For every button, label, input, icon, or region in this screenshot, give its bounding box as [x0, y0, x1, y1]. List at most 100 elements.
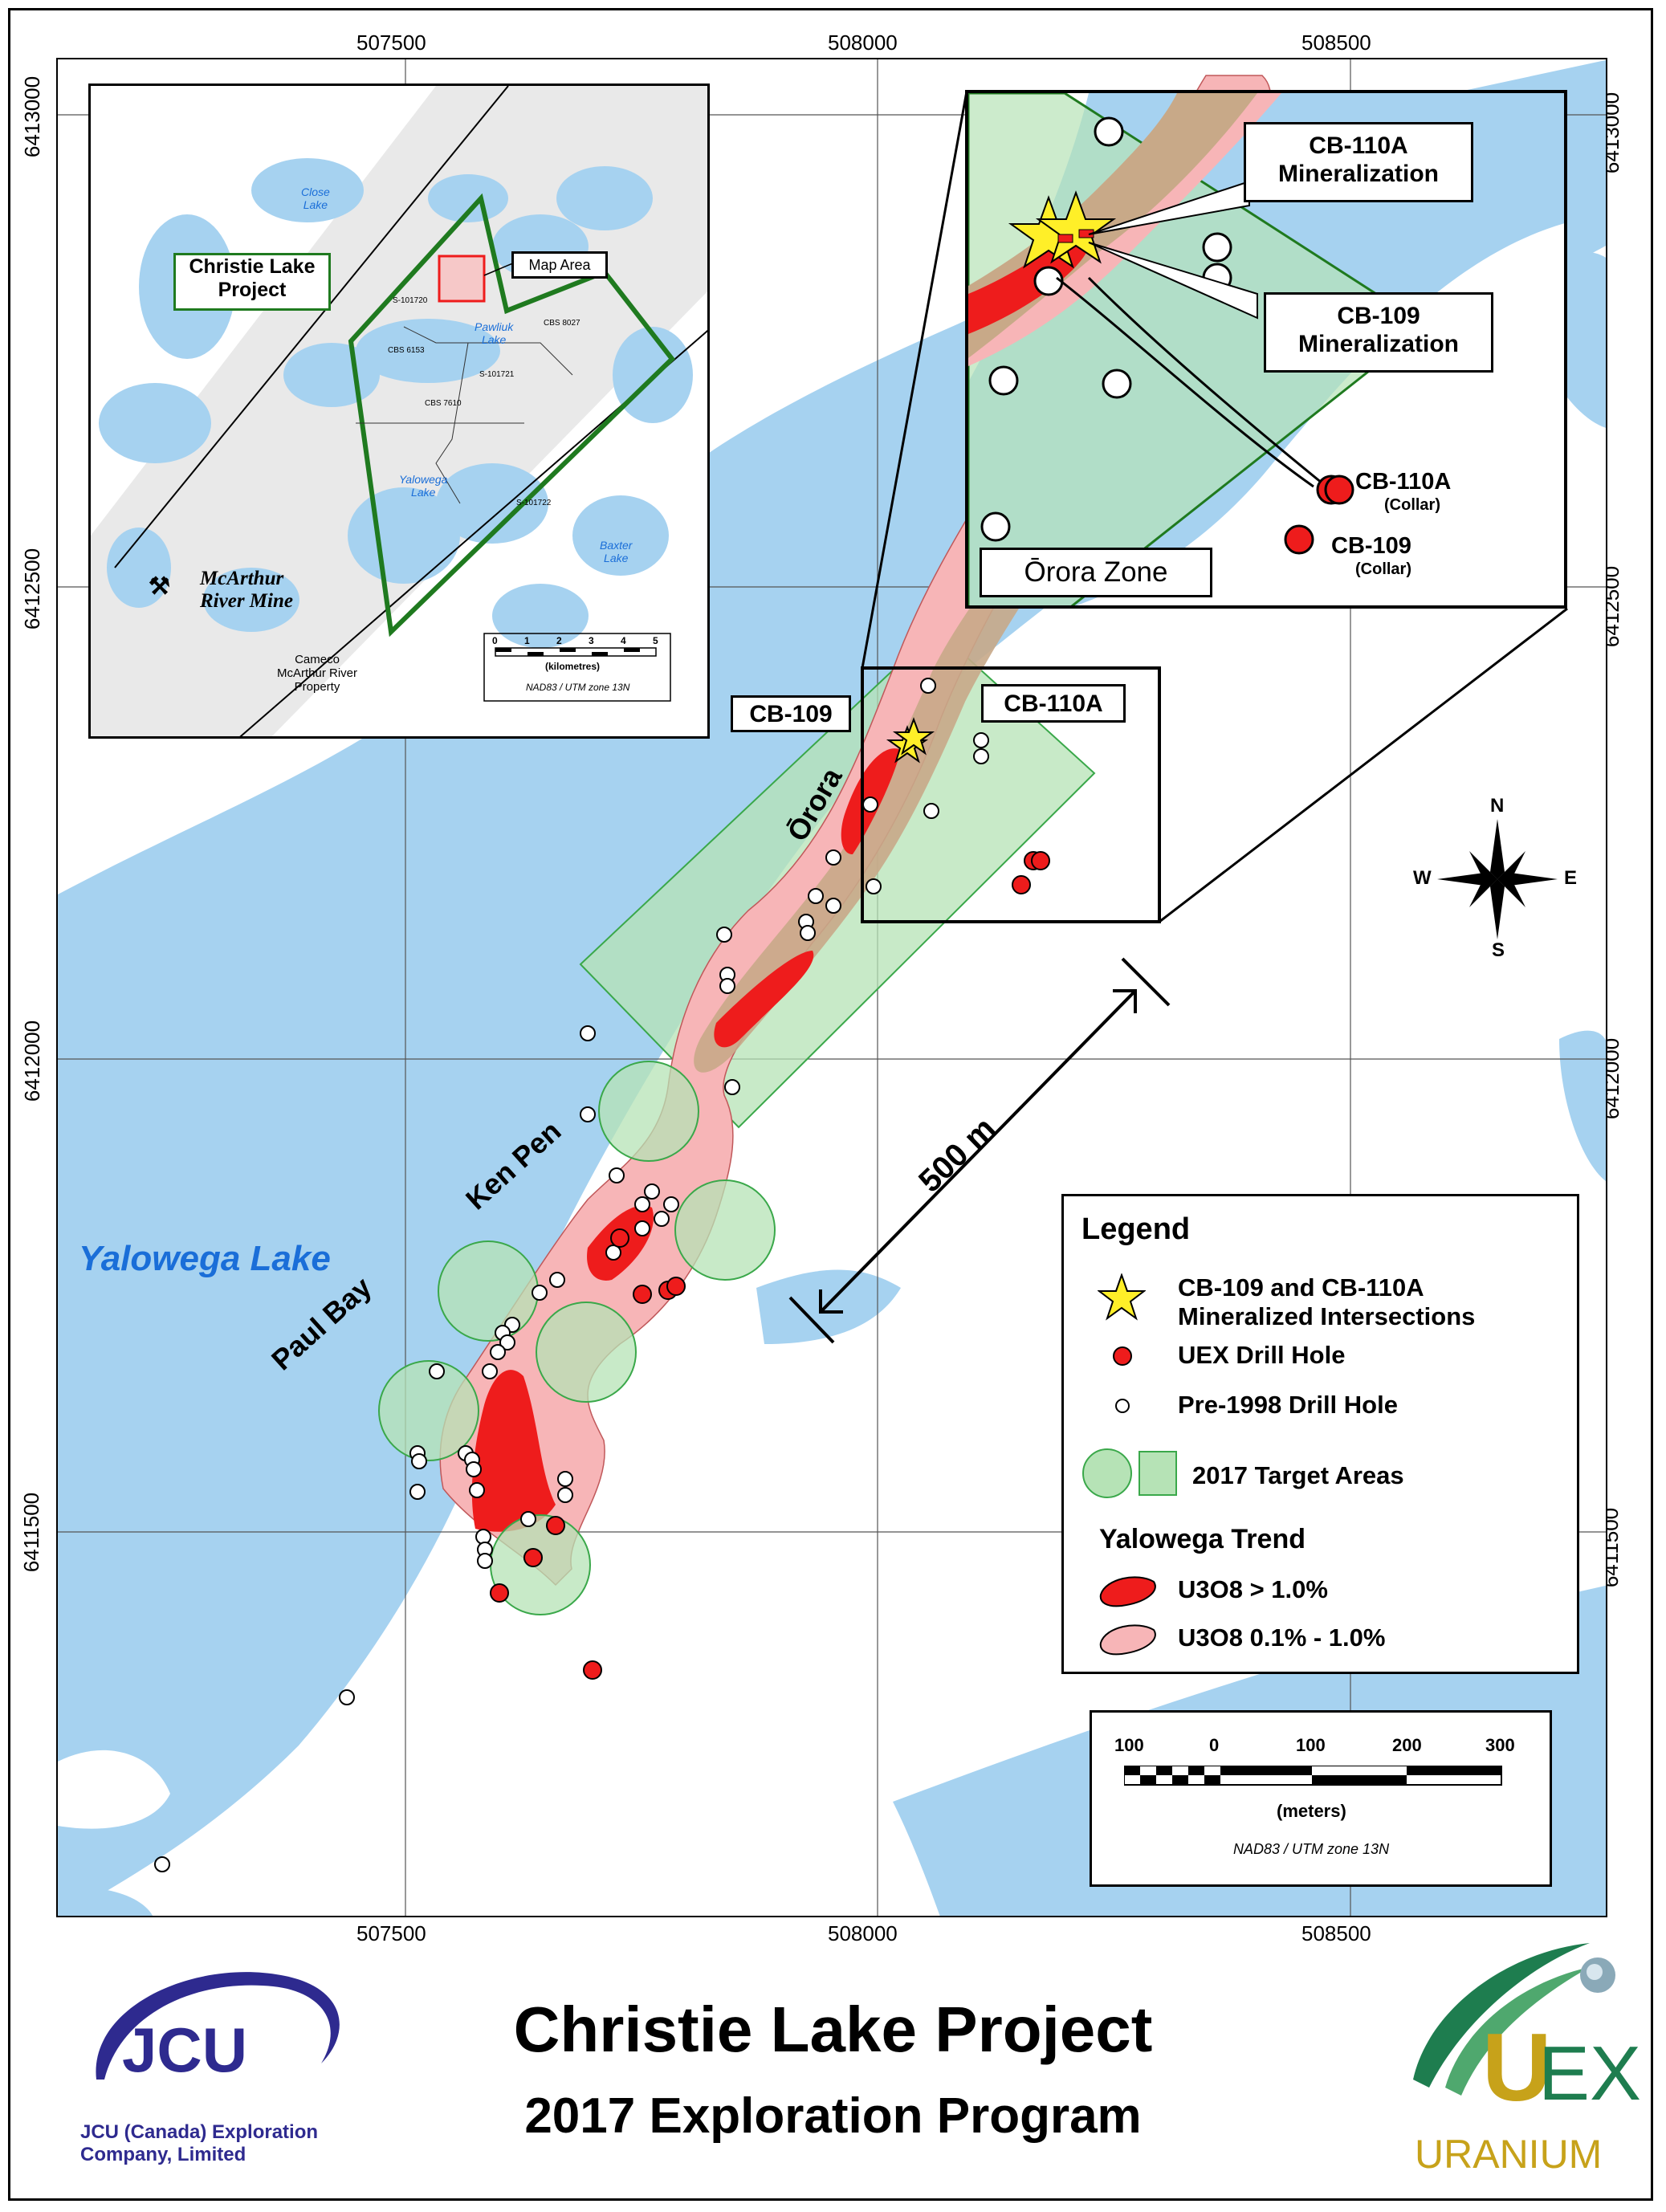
compass-n: N: [1490, 795, 1505, 817]
cb109-collar-label: CB-109: [1331, 533, 1411, 559]
uex-ex-letters: EX: [1538, 2031, 1642, 2116]
compass-e: E: [1564, 867, 1578, 889]
inset-scale-tick-4: 4: [621, 635, 626, 646]
christie-lake-project-outline: [348, 193, 676, 638]
orora-zone-callout: Ōrora Zone: [980, 548, 1212, 597]
legend-low-label: U3O8 0.1% - 1.0%: [1178, 1623, 1386, 1652]
lake-east-pond: [1559, 1030, 1606, 1181]
legend-star-label: CB-109 and CB-110A Mineralized Intersect…: [1178, 1273, 1476, 1330]
inset-datum: NAD83 / UTM zone 13N: [526, 682, 630, 693]
target-circles: [378, 1061, 776, 1615]
legend-uex-label: UEX Drill Hole: [1178, 1341, 1346, 1369]
close-lake-label: Close Lake: [301, 185, 330, 211]
pawliuk-lake-label: Pawliuk Lake: [475, 320, 514, 346]
distance-arrow: [788, 957, 1171, 1344]
scale-bar: 100 0 100 200 300 (meters) NAD83 / UTM z…: [1090, 1710, 1552, 1887]
map-area-callout: Map Area: [511, 251, 608, 279]
map-area-box: [438, 255, 486, 303]
lake-east-bay: [756, 1269, 901, 1344]
legend: Legend CB-109 and CB-110A Mineralized In…: [1061, 1194, 1579, 1674]
baxter-lake-label: Baxter Lake: [600, 539, 633, 564]
legend-pre1998-label: Pre-1998 Drill Hole: [1178, 1391, 1398, 1419]
uex-logo: U EX URANIUM: [1397, 1927, 1642, 2184]
cameco-label: Cameco McArthur River Property: [277, 653, 358, 694]
uex-uranium-word: URANIUM: [1415, 2132, 1603, 2177]
cb110a-callout: CB-110A: [981, 684, 1126, 723]
inset-scale-unit: (kilometres): [545, 661, 601, 672]
high-grade-lens-3: [714, 951, 814, 1048]
legend-heading: Legend: [1081, 1212, 1191, 1246]
coord-bottom-x2: 508000: [828, 1921, 898, 1945]
scale-tick-2: 100: [1296, 1735, 1326, 1755]
location-inset-canvas: [91, 86, 707, 736]
cb109-callout: CB-109: [731, 695, 851, 732]
cb109-mineralization-callout: CB-109 Mineralization: [1264, 292, 1493, 373]
inset-boundary-1: [114, 86, 509, 568]
legend-uex-icon: [1113, 1346, 1132, 1366]
star-cb110a: [892, 717, 935, 756]
coord-top-x2: 508000: [828, 31, 898, 55]
scale-tick-4: 300: [1485, 1735, 1515, 1755]
jcu-swoosh-icon: [96, 1972, 340, 2080]
claim-label-4: S-101721: [479, 370, 515, 379]
page-subtitle: 2017 Exploration Program: [524, 2088, 1142, 2144]
inset-scale-tick-5: 5: [653, 635, 658, 646]
north-arrow: N S W E: [1413, 795, 1582, 961]
claim-label-6: S-101722: [516, 499, 552, 507]
compass-w: W: [1413, 867, 1432, 889]
compass-s: S: [1492, 939, 1505, 961]
legend-targets-label: 2017 Target Areas: [1192, 1461, 1404, 1489]
legend-low-grade-icon: [1099, 1624, 1156, 1656]
scale-tick-3: 200: [1392, 1735, 1422, 1755]
coord-left-y3: 6412000: [20, 1020, 45, 1102]
cb110a-collar-sub: (Collar): [1384, 496, 1440, 514]
lake-label: Yalowega Lake: [79, 1239, 331, 1278]
yalowega-lake-inset-label: Yalowega Lake: [399, 473, 448, 499]
scale-unit: (meters): [1277, 1801, 1346, 1821]
mine-icon: ⚒: [149, 573, 170, 600]
coord-top-x3: 508500: [1301, 31, 1371, 55]
coord-left-y4: 6411500: [19, 1492, 44, 1573]
zoom-star-2: [1035, 190, 1117, 264]
zoom-box-outline: [861, 666, 1161, 923]
inset-scale-tick-3: 3: [589, 635, 594, 646]
cb110a-collar-label: CB-110A: [1355, 469, 1452, 495]
coord-bottom-x3: 508500: [1301, 1921, 1371, 1945]
jcu-company-name: JCU (Canada) Exploration Company, Limite…: [80, 2121, 319, 2165]
claim-label-1: S-101720: [393, 296, 428, 305]
pre1998-drill-holes: [154, 678, 989, 1872]
compass-rose-icon: [1437, 819, 1558, 939]
cb109-collar-sub: (Collar): [1355, 560, 1411, 578]
uex-drill-holes: [490, 851, 1050, 1680]
lake-southwest-island: [58, 1888, 153, 1916]
uex-swoosh-icon: [1413, 1943, 1615, 2096]
claim-label-2: CBS 8027: [544, 319, 580, 328]
coord-left-y1: 6413000: [20, 75, 45, 158]
high-grade-lens-5: [471, 1370, 556, 1532]
claim-label-5: CBS 7610: [425, 399, 462, 408]
uex-u-letter: U: [1482, 2014, 1552, 2121]
jcu-logo: JCU JCU (Canada) Exploration Company, Li…: [80, 1959, 369, 2176]
page-title: Christie Lake Project: [513, 1994, 1153, 2065]
cb110a-mineralization-callout: CB-110A Mineralization: [1244, 122, 1473, 202]
inset-scale-tick-0: 0: [492, 635, 498, 646]
legend-trend-heading: Yalowega Trend: [1099, 1524, 1306, 1554]
scale-tick-0: 100: [1114, 1735, 1144, 1755]
inset-scale-tick-1: 1: [524, 635, 530, 646]
legend-high-grade-icon: [1099, 1576, 1156, 1607]
shoreline-island: [58, 1750, 170, 1829]
zoom-inset[interactable]: CB-110A Mineralization CB-109 Mineraliza…: [965, 90, 1567, 609]
coord-top-x1: 507500: [356, 31, 426, 55]
legend-high-label: U3O8 > 1.0%: [1178, 1575, 1328, 1603]
legend-star-icon: [1098, 1273, 1146, 1321]
coord-bottom-x1: 507500: [356, 1921, 426, 1945]
scale-tick-1: 0: [1209, 1735, 1220, 1755]
coord-left-y2: 6412500: [20, 548, 45, 630]
legend-pre1998-icon: [1115, 1399, 1130, 1413]
location-inset[interactable]: Christie Lake Project Map Area Close Lak…: [88, 84, 710, 739]
mine-label: McArthur River Mine: [200, 568, 293, 612]
scale-datum: NAD83 / UTM zone 13N: [1233, 1841, 1390, 1857]
zoom-uex-holes: [1284, 475, 1354, 555]
map-frame: [8, 8, 1653, 2201]
jcu-wordmark: JCU: [122, 2014, 248, 2085]
